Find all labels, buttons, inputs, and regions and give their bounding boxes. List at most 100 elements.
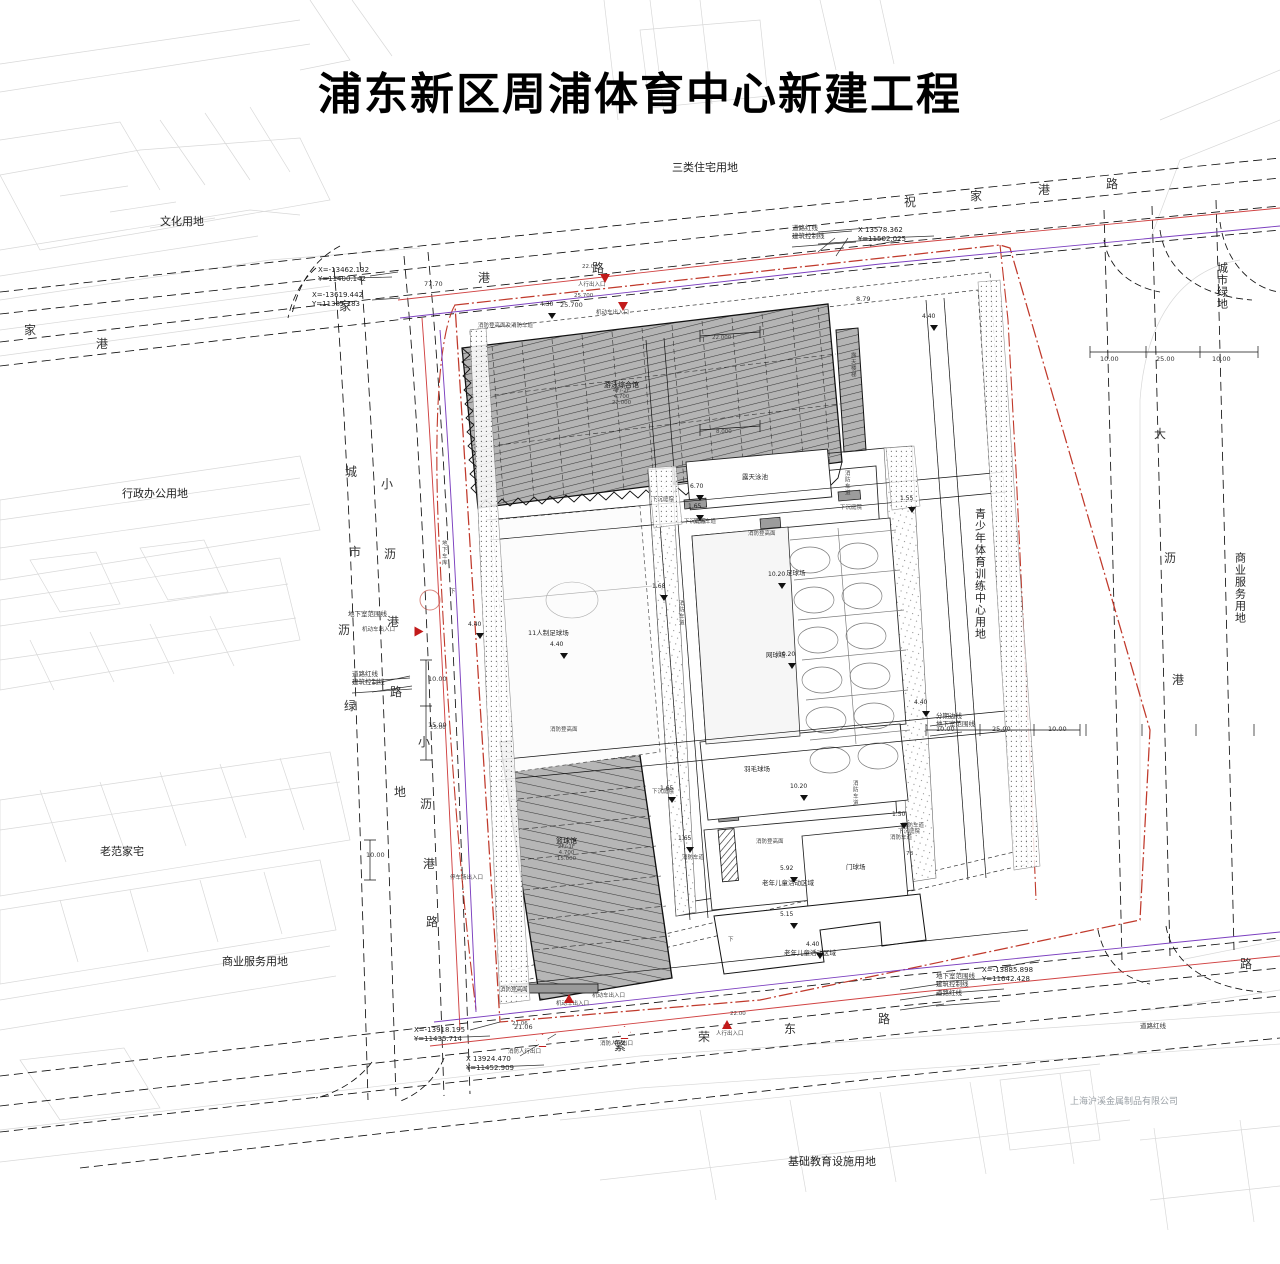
annotation-line-redline-top-0: 道路红线: [792, 224, 818, 232]
dimension-value-4: 25.00: [992, 725, 1011, 733]
entrance-dim-fire-exit-left: 21.06: [512, 1021, 528, 1027]
elevation-mark-14: 4.40: [550, 641, 564, 648]
misc-label-fire-lane-vertical-2: 消防车道: [843, 470, 850, 496]
entrance-label-pedestrian-top: 人行出入口: [578, 282, 606, 288]
swim-complex-dim-width: 8.000: [716, 429, 732, 435]
elevation-triangle-9: [668, 797, 676, 803]
elevation-triangle-11: [900, 823, 908, 829]
road-char-fanrong-2: 东: [784, 1022, 797, 1036]
elevation-triangle-1: [778, 583, 786, 589]
misc-label-sunken-courtyard-4: 下沉庭院: [652, 497, 675, 503]
annotation-road-redline-right: 道路红线: [1140, 1022, 1166, 1030]
coordinate-c3-y: Y=11502.025: [858, 234, 906, 243]
elevation-mark-6: 4.40: [806, 941, 820, 948]
road-char-zhujiagang-3: 路: [592, 261, 605, 275]
entrance-marker-pedestrian-top[interactable]: [600, 274, 610, 283]
landuse-label-urban-green: 城市绿地: [1215, 262, 1229, 310]
landuse-label-old-fan-village: 老范家宅: [100, 845, 144, 858]
elevation-mark-16: 4.40: [922, 313, 936, 320]
road-char-xiaoligang-low-0: 小: [418, 735, 431, 749]
elevation-mark-4: 5.92: [780, 865, 794, 872]
facility-label-football-11: 11人制足球场: [528, 629, 569, 637]
landuse-label-commercial-right: 商业服务用地: [1233, 552, 1247, 624]
dimension-value-17: 8.79: [856, 295, 871, 303]
road-char-chengshi-3: 绿: [344, 699, 357, 713]
road-char-zhujiagang-4: 家: [339, 299, 352, 313]
elevation-triangle-13: [476, 633, 484, 639]
dimension-value-8: 10.00: [428, 675, 447, 683]
dimension-value-15: 25.700: [560, 301, 583, 309]
misc-label-fire-access-top: 消防登高面及消防车道: [478, 323, 534, 329]
elevation-triangle-2: [788, 663, 796, 669]
facility-label-gateball: 门球场: [846, 863, 866, 871]
entrance-marker-fire-exit-left[interactable]: [536, 1034, 549, 1047]
misc-label-fire-access-bottom: 消防登高面: [500, 987, 528, 993]
entrance-marker-vehicle-top[interactable]: [618, 302, 628, 311]
road-char-zhujiagang-0: 家: [24, 323, 37, 337]
facility-label-soccer-field: 足球场: [786, 569, 806, 577]
road-char-xiaoligang-1: 沥: [384, 547, 397, 561]
facility-label-badminton: 羽毛球场: [744, 765, 770, 773]
annotation-line-redline-top-1: 建筑控制线: [792, 232, 825, 241]
road-char-xiaoligang-low-3: 路: [426, 915, 439, 929]
entrance-marker-fire-exit-bottom[interactable]: [618, 1026, 631, 1039]
landuse-label-education: 基础教育设施用地: [788, 1155, 876, 1168]
misc-label-7b: 7B: [906, 851, 914, 857]
misc-label-fire-lane-1: 消防车道: [694, 519, 717, 525]
annotation-bottom-right-notes: 地下室范围线 建筑控制线 道路红线: [936, 972, 975, 997]
elevation-triangle-10: [686, 847, 694, 853]
elevation-mark-2: 10.20: [778, 651, 796, 658]
coordinate-callout-c1: X=-13462.132 Y=11400.142: [318, 266, 369, 284]
basketball-arena-sub: 2F/-1F: [557, 844, 576, 851]
misc-label-vehicle-entry-bottom-2: 机动车出入口: [592, 993, 626, 999]
coordinate-callout-c3: X 13578.362 Y=11502.025: [858, 226, 906, 244]
elevation-triangle-3: [800, 795, 808, 801]
elevation-triangle-17: [922, 711, 930, 717]
elevation-mark-11: 1.50: [892, 811, 906, 818]
dimension-value-1: 25.00: [1156, 355, 1175, 363]
entrance-label-vehicle-left: 机动车出入口: [362, 627, 396, 633]
coordinate-c4-y: Y=11435.714: [414, 1034, 462, 1043]
road-char-fanrong-1: 荣: [698, 1030, 711, 1044]
coordinate-c1-y: Y=11400.142: [318, 274, 366, 283]
entrance-marker-pedestrian-bottom[interactable]: [722, 1020, 732, 1029]
road-char-xiaoligang-low-1: 沥: [420, 797, 433, 811]
elevation-mark-10: 1.65: [678, 835, 692, 842]
entrance-dim-vehicle-top: 25.700: [574, 293, 594, 299]
annotation-line-redline-left-0: 道路红线: [352, 670, 378, 678]
entrance-marker-vehicle-bottom[interactable]: [564, 994, 574, 1003]
road-char-chengshi-0: 城: [345, 465, 358, 479]
basketball-arena-name: 篮球馆: [556, 837, 577, 845]
coordinate-c5-y: Y=11452.909: [466, 1063, 514, 1072]
misc-label-fire-lane-6: 消防车道: [682, 855, 705, 861]
road-char-xiaoligang-3: 路: [390, 685, 403, 699]
landuse-label-admin-office: 行政办公用地: [122, 487, 188, 500]
swim-complex-h2: 22.000: [611, 399, 632, 406]
road-char-zhujiagang-top-3: 路: [1106, 177, 1119, 191]
dimension-value-13: 21.06: [514, 1023, 533, 1031]
road-char-zhujiagang-2: 港: [478, 271, 491, 285]
elevation-triangle-14: [560, 653, 568, 659]
coordinate-c6-x: X=-13885.898: [982, 966, 1034, 974]
page-title: 浦东新区周浦体育中心新建工程: [318, 69, 962, 120]
elevation-mark-1: 10.20: [768, 571, 786, 578]
coordinate-c2-x: X=-13619.442: [312, 291, 364, 299]
misc-label-sunken-courtyard-1: 下沉庭院: [684, 519, 707, 525]
elevation-triangle-8: [660, 595, 668, 601]
entrance-dim-vehicle-left: 15.00: [430, 725, 446, 731]
road-char-xiaoligang-low-2: 港: [423, 857, 436, 871]
entrance-marker-vehicle-left[interactable]: [414, 626, 424, 637]
coordinate-callout-c5: X 13924.470 Y=11452.909: [466, 1055, 514, 1073]
landuse-label-residential-3: 三类住宅用地: [672, 161, 738, 174]
entrance-label-fire-exit-left: 消防人行出口: [508, 1049, 542, 1055]
elevation-mark-3: 10.20: [790, 783, 808, 790]
basketball-arena-h1: 4.700: [558, 850, 575, 857]
elevation-mark-7: 1.65: [688, 503, 702, 510]
misc-label-sunken-courtyard-3: 下沉庭院: [898, 829, 921, 835]
entrance-dim-pedestrian-bottom: 22.00: [730, 1011, 746, 1017]
annotation-line-basement-right-1: 地下室范围线: [936, 720, 975, 729]
entrance-label-fire-exit-bottom: 消防人行出口: [600, 1041, 634, 1047]
facility-label-elderly-children: 老年儿童活动区域: [762, 879, 814, 887]
annotation-road-redline-left: 道路红线 建筑控制线: [352, 670, 385, 687]
